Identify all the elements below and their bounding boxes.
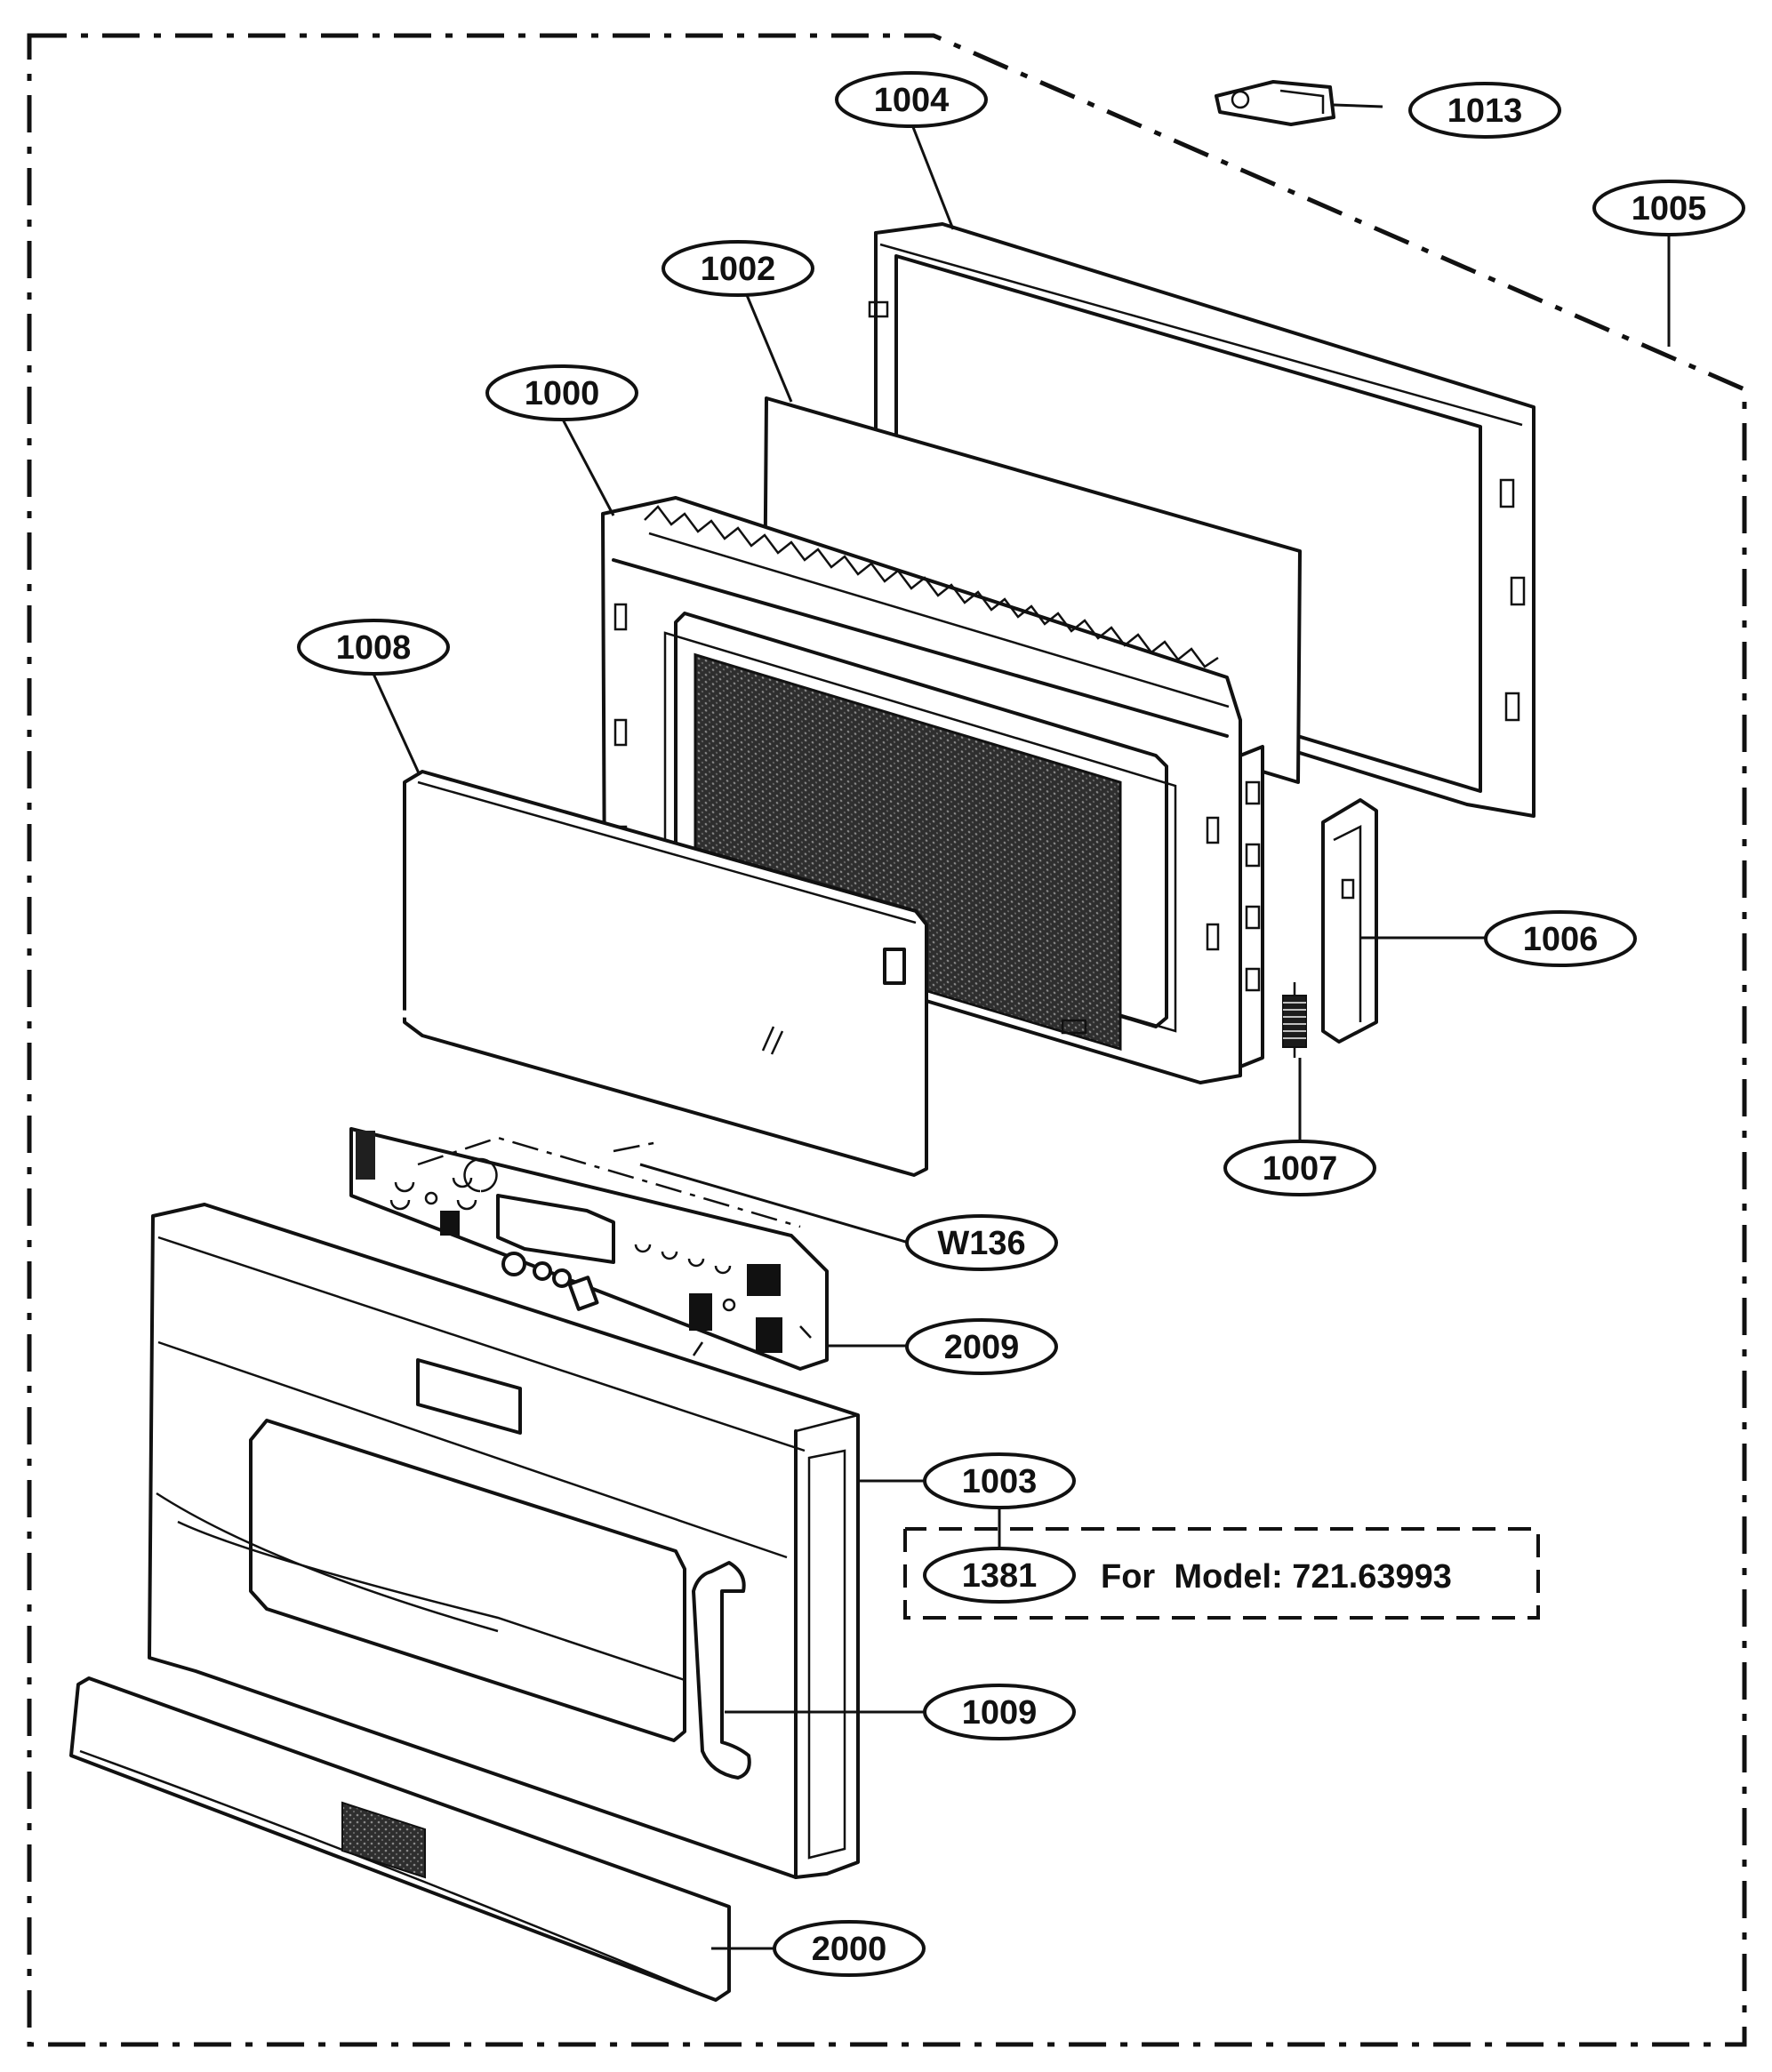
- callout-1007-label: 1007: [1263, 1150, 1338, 1188]
- callout-1381-label: 1381: [962, 1557, 1038, 1595]
- callout-2000-label: 2000: [812, 1931, 887, 1968]
- callout-1006: 1006: [1484, 910, 1637, 967]
- callout-1002-label: 1002: [701, 251, 776, 288]
- callout-1009-label: 1009: [962, 1694, 1038, 1732]
- callout-1013-label: 1013: [1447, 92, 1523, 130]
- callout-1381: 1381: [923, 1547, 1076, 1604]
- callout-W136-label: W136: [937, 1225, 1025, 1262]
- part-1008-door-panel: [403, 770, 928, 1177]
- callout-1000: 1000: [485, 364, 638, 421]
- callout-1007: 1007: [1223, 1140, 1376, 1196]
- callout-1003: 1003: [923, 1452, 1076, 1509]
- callout-2009: 2009: [905, 1318, 1058, 1375]
- part-2000-trim-panel: [69, 1676, 731, 2002]
- callout-1004-label: 1004: [874, 82, 950, 119]
- part-2009-control-board: [349, 1127, 829, 1371]
- callout-W136: W136: [905, 1214, 1058, 1271]
- callout-1002: 1002: [661, 240, 814, 297]
- assembly-boundary: [27, 33, 1747, 2047]
- callout-1008-label: 1008: [336, 629, 412, 667]
- callout-1006-label: 1006: [1523, 921, 1599, 958]
- callout-1003-label: 1003: [962, 1463, 1038, 1500]
- part-1003-door-front: [148, 1203, 860, 1879]
- wire-harness: [268, 948, 906, 1137]
- callout-1000-label: 1000: [525, 375, 600, 412]
- part-1009-door-handle: [692, 1561, 751, 1780]
- model-note-box: [903, 1527, 1540, 1620]
- callout-1008: 1008: [297, 619, 450, 676]
- callout-1009: 1009: [923, 1684, 1076, 1740]
- callout-1013: 1013: [1408, 82, 1561, 139]
- callout-1005-label: 1005: [1632, 190, 1707, 228]
- part-1007-spring: [1282, 982, 1307, 1058]
- callout-1005: 1005: [1592, 180, 1745, 236]
- part-1006-door-latch: [1321, 798, 1378, 1044]
- callout-1004: 1004: [835, 71, 988, 128]
- model-note-text: For Model: 721.63993: [1101, 1558, 1452, 1596]
- callout-2000: 2000: [773, 1920, 926, 1977]
- part-1013-clip: [1215, 80, 1335, 126]
- callout-2009-label: 2009: [944, 1329, 1020, 1366]
